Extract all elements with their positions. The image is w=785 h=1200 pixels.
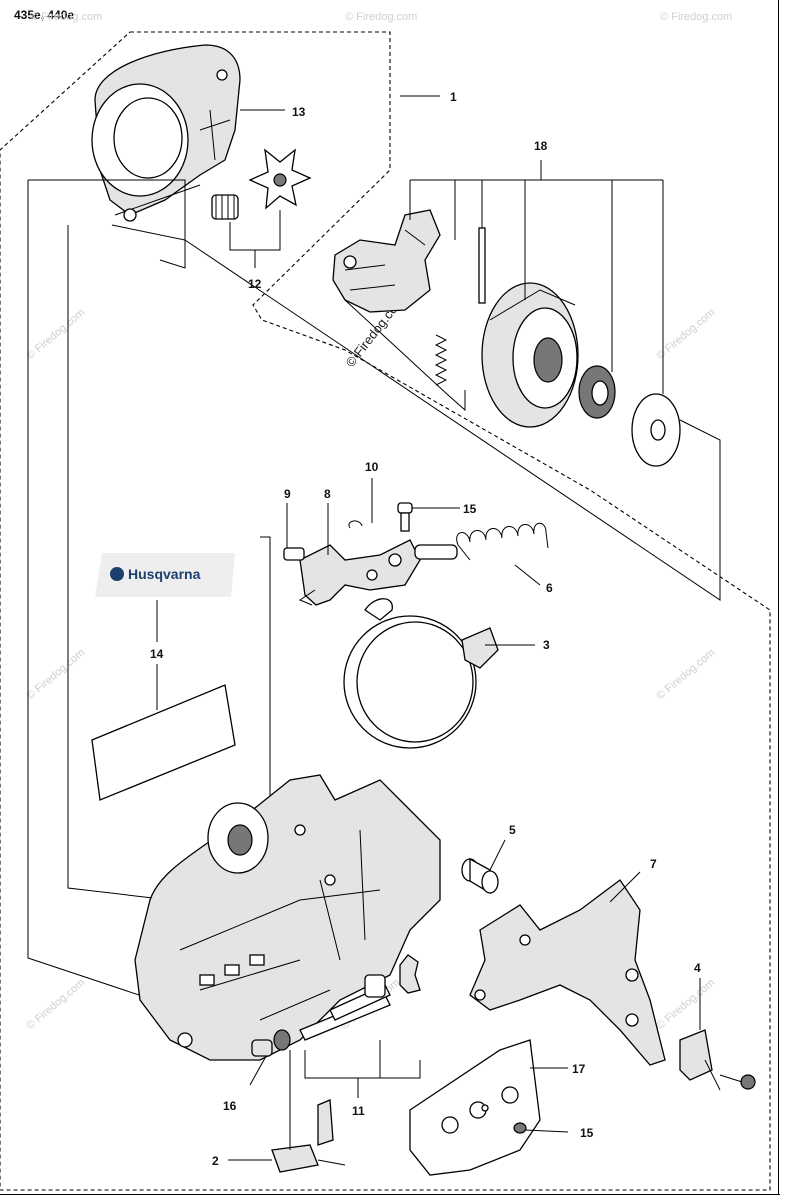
shaft-6 bbox=[414, 544, 458, 560]
decal-plate-14 bbox=[91, 684, 236, 801]
spring-6 bbox=[456, 522, 549, 561]
stud-bolts bbox=[273, 974, 391, 1051]
model-label: 435e, 440e bbox=[14, 8, 75, 22]
brake-pin bbox=[478, 227, 486, 304]
screw-15-top bbox=[397, 502, 413, 532]
callout-8: 8 bbox=[324, 487, 331, 501]
lever-pin bbox=[283, 547, 305, 561]
watermark: © Firedog.com bbox=[660, 11, 732, 23]
callout-17: 17 bbox=[572, 1062, 586, 1076]
watermark: © Firedog.com bbox=[30, 11, 102, 23]
callout-3: 3 bbox=[543, 638, 550, 652]
screw-4 bbox=[719, 1074, 756, 1090]
callout-labels: 1 2 3 4 5 6 7 8 9 10 11 12 13 14 15 15 1… bbox=[150, 90, 701, 1168]
clutch-washer bbox=[631, 393, 681, 467]
brand-decal: Husqvarna bbox=[95, 553, 235, 597]
clutch-drum bbox=[481, 282, 579, 428]
screw-15-bottom bbox=[513, 1122, 569, 1134]
leader-16 bbox=[249, 1057, 266, 1086]
starter-small-gear bbox=[211, 194, 239, 220]
brand-logo-text: Husqvarna bbox=[128, 566, 201, 582]
frame-right-edge bbox=[778, 0, 779, 1195]
leader-11 bbox=[304, 1040, 421, 1098]
callout-6: 6 bbox=[546, 581, 553, 595]
clutch-sprocket bbox=[578, 365, 616, 419]
watermark: © Firedog.com bbox=[654, 307, 717, 363]
callout-15-top: 15 bbox=[463, 502, 477, 516]
bushing-5 bbox=[461, 857, 499, 895]
brake-band bbox=[343, 598, 499, 749]
chain-guide-7 bbox=[469, 879, 666, 1066]
starter-pawl-star bbox=[248, 148, 312, 210]
watermark: © Firedog.com bbox=[24, 977, 87, 1033]
watermark: © Firedog.com bbox=[654, 977, 717, 1033]
callout-5: 5 bbox=[509, 823, 516, 837]
circlip bbox=[348, 520, 363, 529]
callout-18: 18 bbox=[534, 139, 548, 153]
nut-16 bbox=[251, 1039, 273, 1057]
chain-catcher-4 bbox=[679, 1029, 721, 1091]
nut-star bbox=[399, 954, 421, 994]
callout-7: 7 bbox=[650, 857, 657, 871]
bar-adjuster-2 bbox=[271, 1099, 346, 1173]
callout-9: 9 bbox=[284, 487, 291, 501]
callout-16: 16 bbox=[223, 1099, 237, 1113]
brake-lever-assembly bbox=[298, 539, 421, 606]
callout-1: 1 bbox=[450, 90, 457, 104]
callout-14: 14 bbox=[150, 647, 164, 661]
callout-15-bottom: 15 bbox=[580, 1126, 594, 1140]
guide-plate-17 bbox=[409, 1039, 541, 1176]
starter-pawl-housing bbox=[91, 44, 241, 269]
clutch-cover bbox=[134, 774, 441, 1061]
leader-5 bbox=[489, 839, 506, 871]
watermark: © Firedog.com bbox=[654, 647, 717, 703]
leader-6 bbox=[514, 564, 541, 586]
leader-2 bbox=[228, 1050, 291, 1161]
chain-brake-mechanism bbox=[332, 209, 441, 313]
callout-13: 13 bbox=[292, 105, 306, 119]
callout-10: 10 bbox=[365, 460, 379, 474]
brake-spring bbox=[434, 334, 448, 386]
leader-18 bbox=[409, 179, 664, 394]
watermark: © Firedog.com bbox=[24, 647, 87, 703]
callout-12: 12 bbox=[248, 277, 262, 291]
leader-7 bbox=[609, 871, 641, 903]
callout-2: 2 bbox=[212, 1154, 219, 1168]
watermark: © Firedog.com bbox=[24, 307, 87, 363]
callout-11: 11 bbox=[352, 1104, 365, 1118]
frame-bottom-edge bbox=[0, 1194, 780, 1195]
axis-lines bbox=[27, 179, 721, 1013]
assembly-1-outline bbox=[0, 31, 771, 1191]
callout-4: 4 bbox=[694, 961, 701, 975]
watermark: © Firedog.com bbox=[345, 11, 417, 23]
